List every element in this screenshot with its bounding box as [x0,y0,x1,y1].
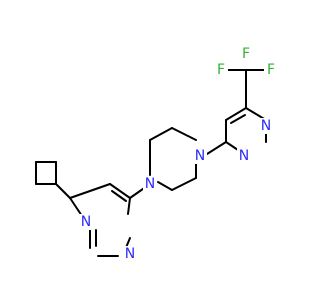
atom-f: F [267,62,275,78]
bond [55,183,71,199]
atom-n: N [239,148,249,164]
bond [157,181,173,191]
atom-n: N [261,118,271,134]
bond [109,183,131,199]
bond [69,183,111,199]
atom-label-n-pyr-left-top: N [79,214,93,230]
bond [149,127,173,141]
trifluoromethyl-group [225,69,267,87]
bond [111,190,127,202]
atom-label-f-right: F [264,62,278,78]
atom-f: F [242,46,250,62]
bond [171,127,197,141]
atom-f: F [217,62,225,78]
molecule-diagram: F F F N N N N N N [35,46,278,262]
atom-label-n-pyr-left-bottom: N [123,246,137,262]
bond [206,141,227,155]
atom-n: N [195,148,205,164]
atom-label-n-pyr-right-bottom: N [237,148,251,164]
bond [127,197,131,215]
atom-label-f-top: F [239,46,253,62]
piperazine-ring [149,127,197,191]
bond [225,107,247,121]
atom-label-n-pyr-right-top: N [259,118,273,134]
atom-label-n-pip-left: N [143,176,157,192]
bond [171,177,197,191]
cyclobutyl-ring [35,161,71,199]
atom-n: N [145,176,155,192]
atom-label-f-left: F [214,62,228,78]
atom-label-n-pip-right: N [193,148,207,164]
atom-n: N [81,214,91,230]
right-pyrimidine-ring [206,85,267,155]
bond [230,114,246,124]
atom-n: N [125,246,135,262]
